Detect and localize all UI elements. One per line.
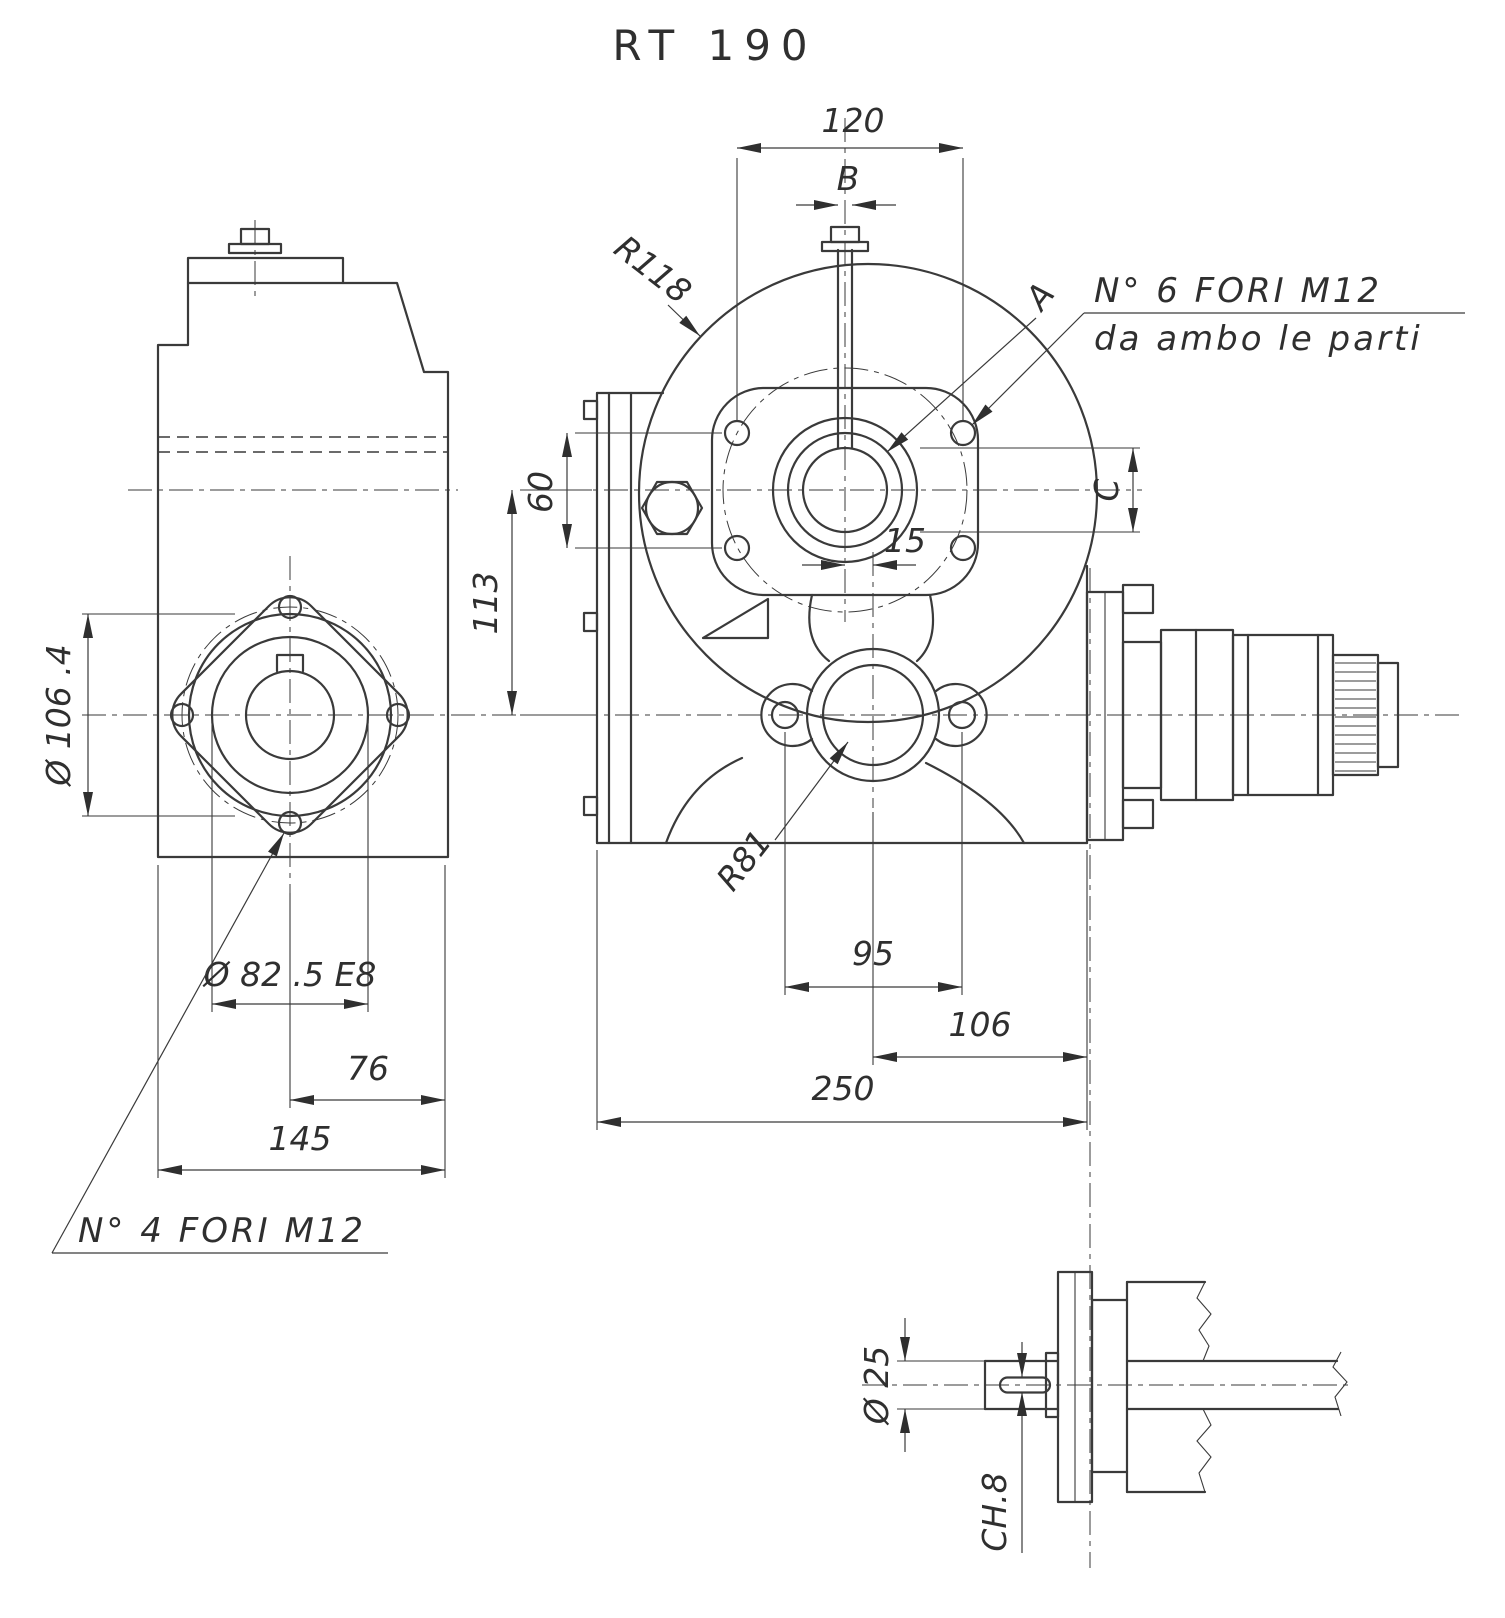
flange-hole	[770, 700, 800, 730]
housing-contour-left	[664, 756, 744, 845]
note-6-fori: N° 6 FORI M12 da ambo le parti	[971, 271, 1465, 426]
break-line	[1196, 1408, 1212, 1493]
dim-145-text: 145	[269, 1119, 332, 1158]
dim-250-text: 250	[812, 1069, 875, 1108]
flange-hole	[949, 419, 977, 447]
cover-bolt	[582, 399, 599, 421]
flange-hole	[947, 700, 977, 730]
dim-ch-8: CH.8	[975, 1342, 1027, 1553]
dim-60-text: 60	[521, 471, 560, 513]
note-6-fori-line2-text: da ambo le parti	[1094, 319, 1423, 359]
dim-b-text: B	[837, 159, 860, 198]
bolt-circle-front	[722, 367, 968, 613]
flange-hole	[169, 702, 195, 728]
dim-c-text: C	[1087, 478, 1126, 501]
dim-106: 106	[872, 812, 1088, 1130]
dim-76-text: 76	[347, 1049, 389, 1088]
breather-plug-side	[227, 227, 283, 255]
radius-r81-text: R81	[709, 823, 780, 898]
dim-dia-106-4: Ø 106 .4	[39, 613, 235, 817]
breather-plug-front	[820, 225, 870, 253]
label-a-text: A	[1016, 275, 1062, 318]
side-mounting-flange	[169, 594, 411, 836]
flange-hole	[723, 534, 751, 562]
break-line	[1332, 1351, 1348, 1417]
dim-145: 145	[157, 865, 446, 1178]
pto-bolt	[1121, 798, 1155, 830]
side-view	[156, 227, 450, 859]
dim-dia-25-text: Ø 25	[857, 1346, 896, 1426]
dim-dia-82-5-text: Ø 82 .5 E8	[202, 955, 377, 994]
flange-hole	[277, 810, 303, 836]
spline-teeth	[1335, 662, 1376, 772]
housing-circle	[637, 262, 1099, 724]
left-cover-plate	[582, 391, 665, 845]
neck-left	[808, 593, 831, 663]
dim-b: B	[796, 159, 896, 210]
dim-15: 15	[802, 521, 926, 570]
note-4-fori: N° 4 FORI M12	[51, 832, 388, 1254]
radius-r118-text: R118	[607, 228, 699, 312]
dim-113-text: 113	[466, 572, 505, 635]
keyway-side	[275, 653, 305, 673]
label-a: A	[886, 275, 1062, 453]
break-line	[1196, 1281, 1212, 1362]
dim-15-text: 15	[884, 521, 926, 560]
dim-ch-8-text: CH.8	[975, 1472, 1014, 1551]
dim-dia-25: Ø 25	[857, 1318, 985, 1452]
dim-106-text: 106	[949, 1005, 1012, 1044]
dim-113: 113	[466, 489, 592, 716]
dim-250: 250	[596, 850, 1087, 1130]
front-view	[582, 225, 1400, 845]
dim-120: 120	[736, 101, 964, 422]
drawing-title: RT 190	[612, 21, 817, 70]
flange-hole	[385, 702, 411, 728]
oil-plug	[640, 480, 704, 536]
hub	[1090, 1298, 1129, 1474]
pto-bolt	[1121, 583, 1155, 615]
cover-bolt	[582, 611, 599, 633]
cover-bolt	[582, 795, 599, 817]
dim-120-text: 120	[822, 101, 885, 140]
dim-c: C	[920, 447, 1140, 533]
dim-dia-106-4-text: Ø 106 .4	[39, 644, 78, 787]
rib-triangle	[701, 597, 770, 640]
radius-r118: R118	[607, 228, 701, 337]
note-4-fori-text: N° 4 FORI M12	[78, 1211, 366, 1251]
output-flange	[760, 647, 988, 783]
pto-shaft-assembly	[1085, 583, 1400, 842]
housing-contour-right	[924, 761, 1026, 845]
flange-hole	[949, 534, 977, 562]
flange-hole	[277, 594, 303, 620]
dim-dia-82-5: Ø 82 .5 E8	[202, 722, 377, 1012]
note-6-fori-line1-text: N° 6 FORI M12	[1094, 271, 1382, 311]
bolt-circle-side	[181, 606, 399, 824]
shaft-end-detail	[983, 1270, 1348, 1504]
dim-76: 76	[289, 865, 446, 1108]
neck-right	[915, 593, 935, 663]
